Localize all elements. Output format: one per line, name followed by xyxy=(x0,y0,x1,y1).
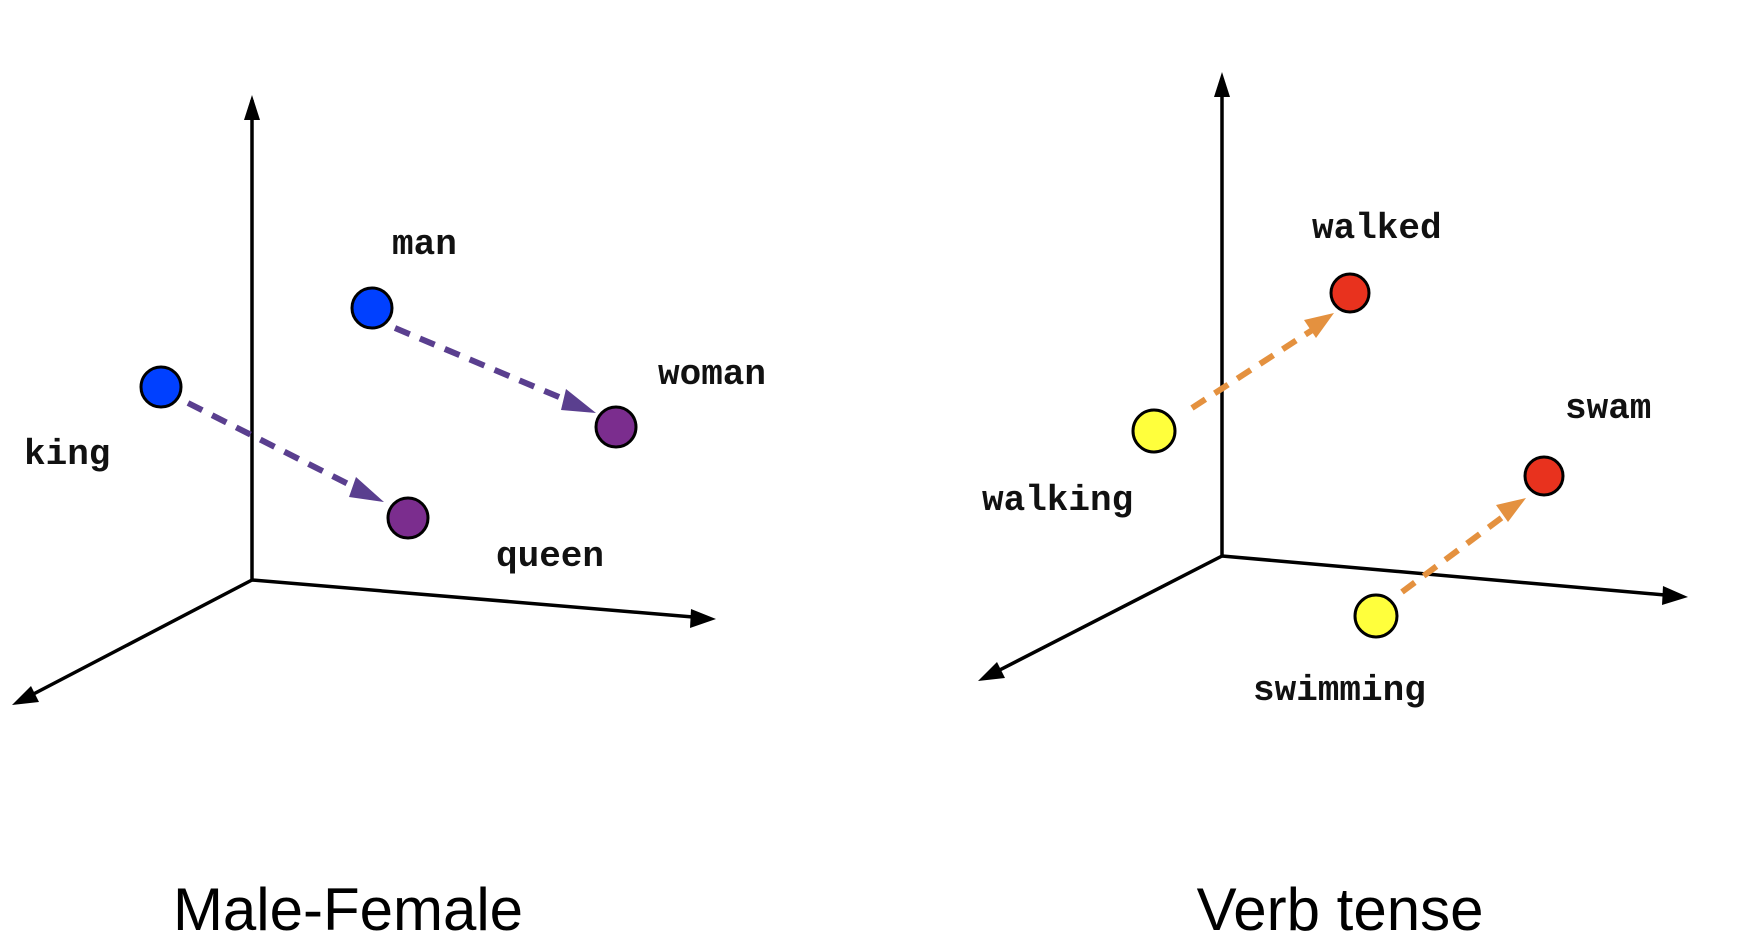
vector-arrowhead-king-queen xyxy=(349,477,384,502)
vector-arrowhead-swimming-swam xyxy=(1496,498,1526,522)
caption-male-female: Male-Female xyxy=(173,876,523,943)
point-woman xyxy=(594,405,638,449)
vector-arrowhead-walking-walked xyxy=(1304,313,1334,338)
label-swimming: swimming xyxy=(1253,670,1426,711)
axis-arrowhead-depth-left xyxy=(12,686,39,705)
point-king xyxy=(139,365,183,409)
axis-depth-right xyxy=(987,554,1223,678)
axis-arrowhead-right-left xyxy=(690,609,716,628)
relation-swimming-swam xyxy=(1400,498,1526,595)
point-walking xyxy=(1131,408,1177,454)
axes-left xyxy=(12,95,716,705)
point-walked xyxy=(1329,272,1371,314)
point-man xyxy=(350,286,394,330)
axes-right xyxy=(978,72,1688,681)
axis-arrowhead-up-left xyxy=(244,95,260,120)
vector-arrowhead-man-woman xyxy=(561,389,596,413)
vector-walking-to-walked xyxy=(1190,322,1322,411)
caption-verb-tense: Verb tense xyxy=(1197,876,1484,943)
panel-verb-tense: walked walking swam swimming Verb tense xyxy=(978,72,1688,943)
relation-king-queen xyxy=(186,400,384,502)
label-woman: woman xyxy=(658,354,766,395)
vector-swimming-to-swam xyxy=(1400,507,1514,595)
point-swimming xyxy=(1353,593,1399,639)
axis-right-left xyxy=(251,578,706,620)
vector-king-to-queen xyxy=(186,400,368,496)
axis-right-right xyxy=(1221,554,1677,598)
label-swam: swam xyxy=(1565,388,1651,429)
panel-male-female: man woman king queen Male-Female xyxy=(12,95,766,943)
point-swam xyxy=(1523,455,1565,497)
vector-man-to-woman xyxy=(393,325,580,408)
label-walking: walking xyxy=(982,480,1133,521)
axis-depth-left xyxy=(21,578,253,702)
label-queen: queen xyxy=(496,536,604,577)
relation-walking-walked xyxy=(1190,313,1334,411)
relation-man-woman xyxy=(393,325,596,413)
axis-arrowhead-up-right xyxy=(1214,72,1230,97)
axis-arrowhead-right-right xyxy=(1662,586,1688,605)
point-queen xyxy=(386,496,430,540)
label-walked: walked xyxy=(1312,208,1442,249)
label-man: man xyxy=(392,224,457,265)
label-king: king xyxy=(24,434,110,475)
axis-arrowhead-depth-right xyxy=(978,662,1005,681)
